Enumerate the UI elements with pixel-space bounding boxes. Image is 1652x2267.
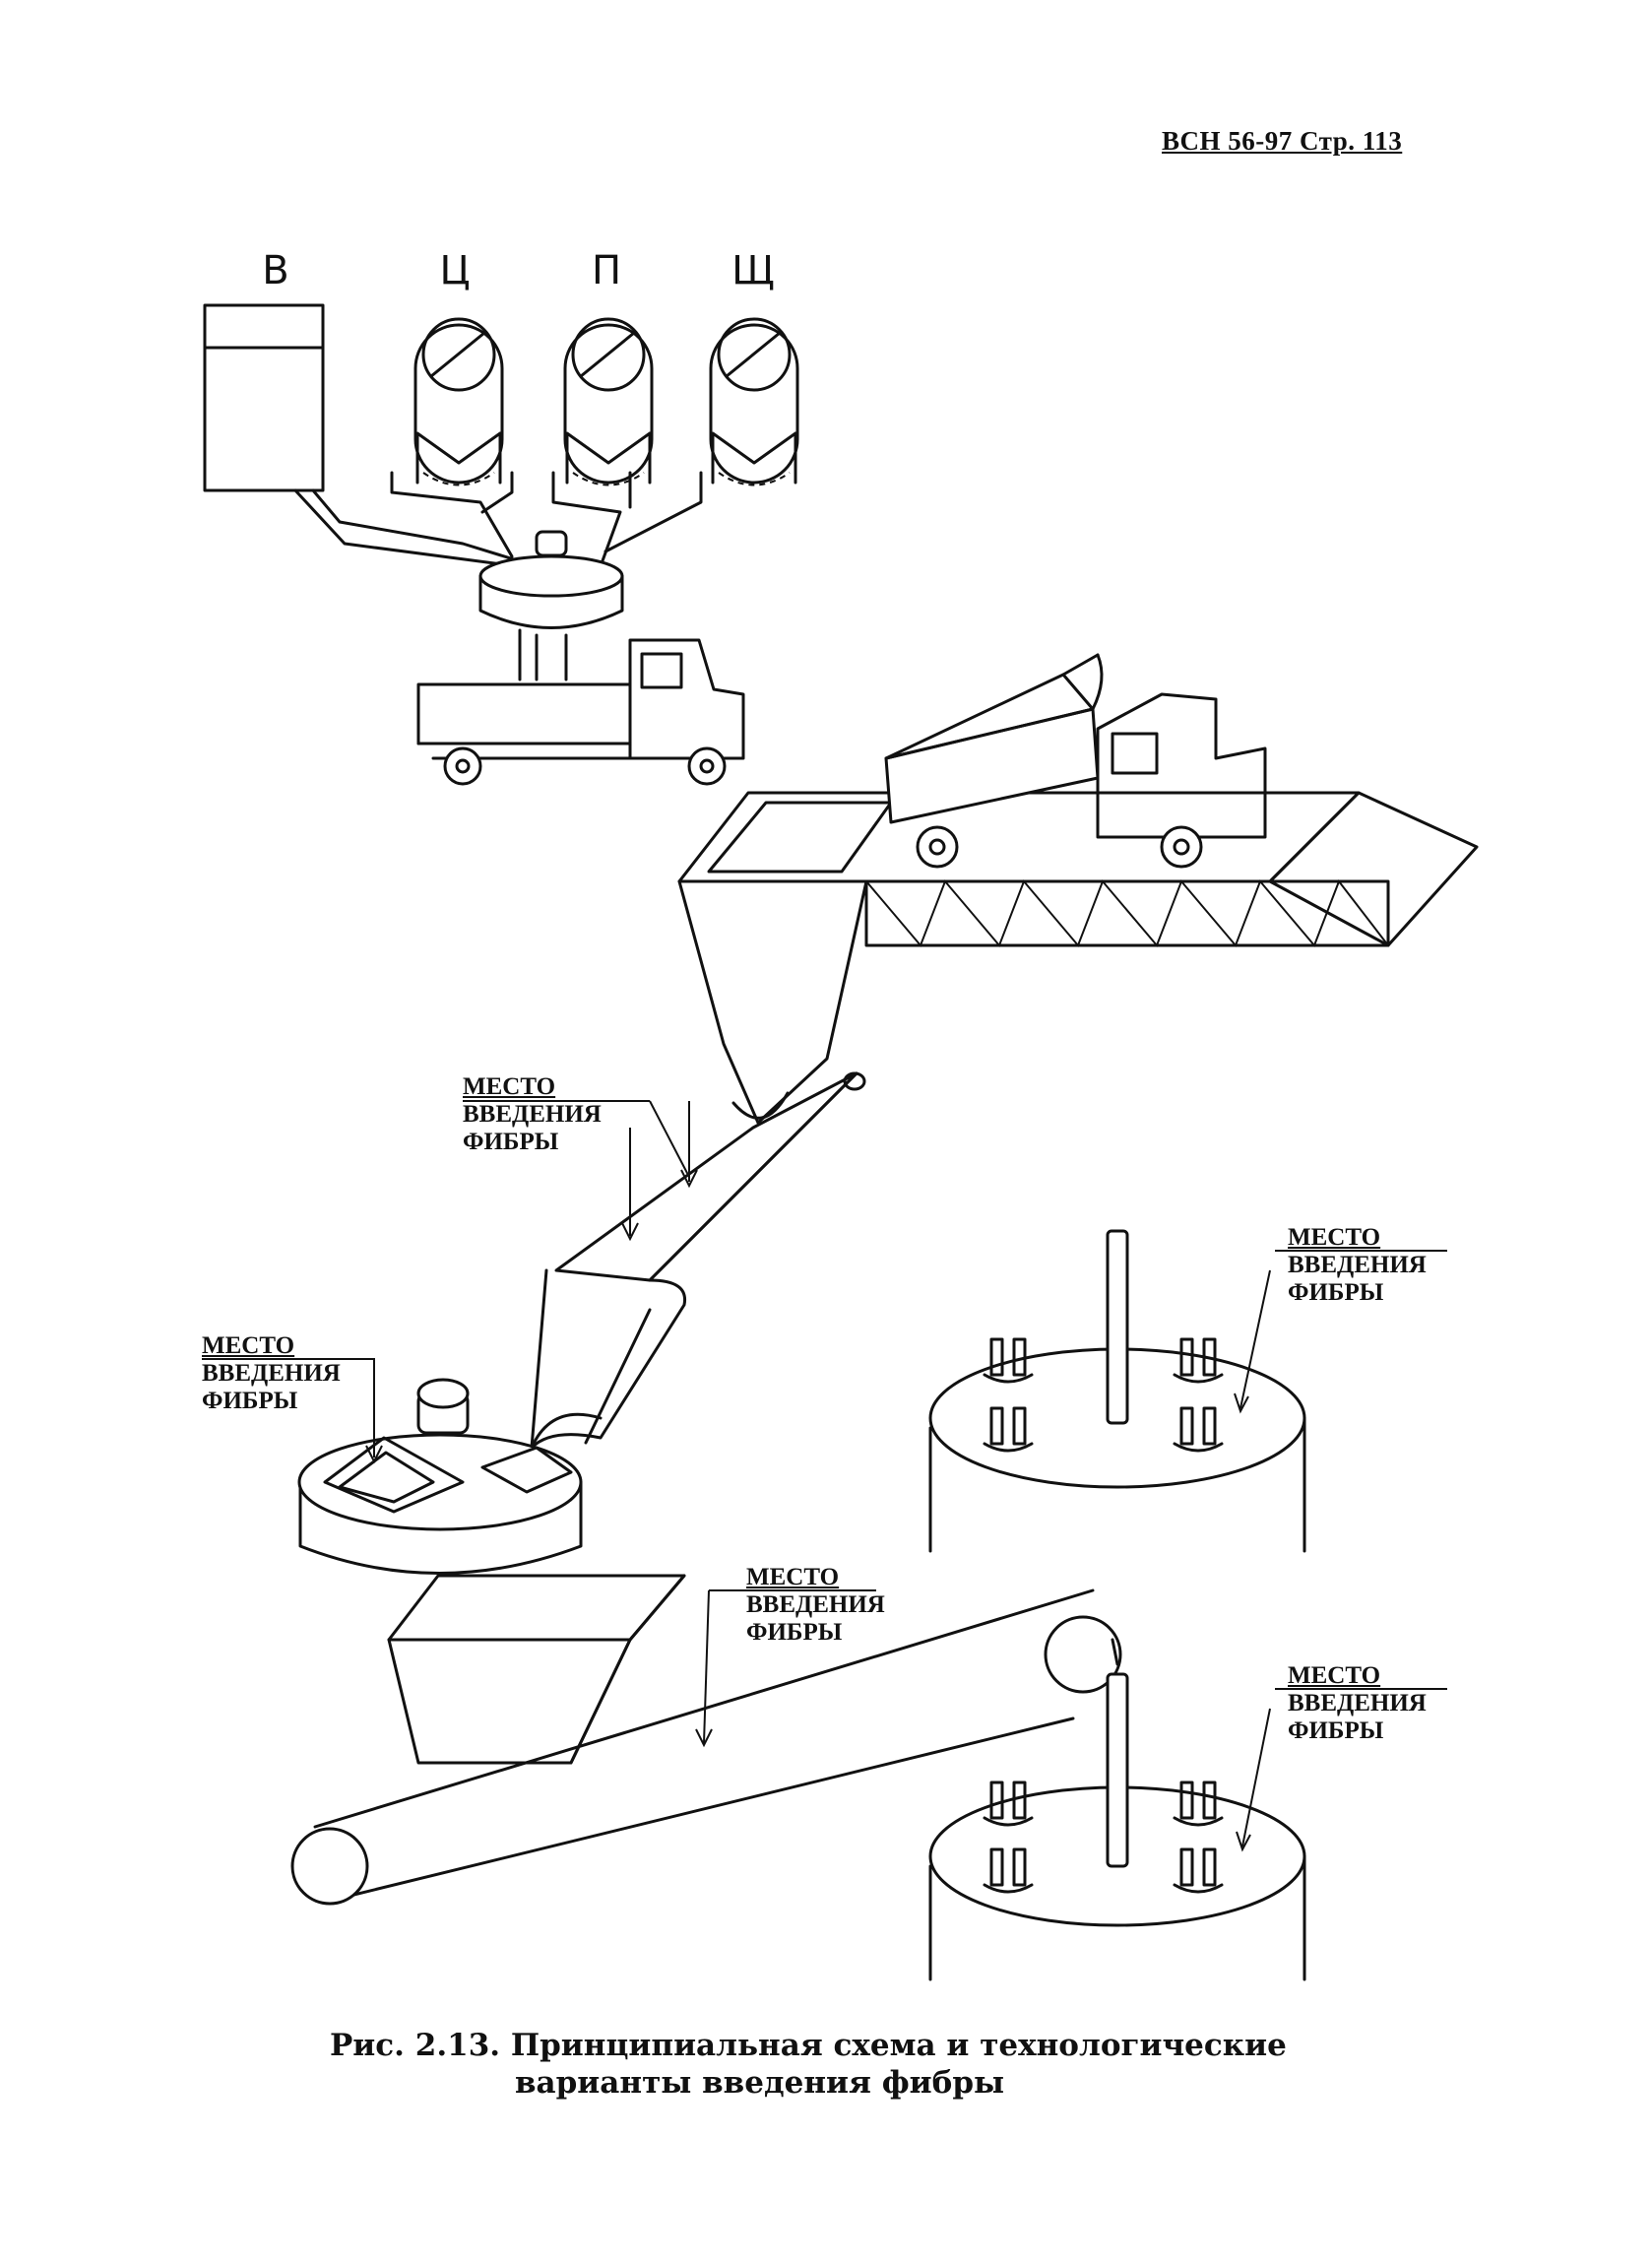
silo-cement [413,317,504,486]
bin-label-sand: П [591,248,622,293]
silo-sand [563,317,654,486]
figure-caption-line-2: варианты введения фибры [515,2065,1005,2101]
bin-label-water: В [262,248,289,293]
water-tank [203,303,529,568]
label-fiber-entry-belt: МЕСТО ВВЕДЕНИЯ ФИБРЫ [746,1564,885,1646]
leader-fiber-entry-belt [695,1589,876,1748]
leader-fiber-entry-mixer [202,1358,383,1464]
concrete-paver-platform [677,791,1479,1125]
leader-fiber-entry-upper-pile [1234,1250,1447,1414]
document-reference: ВСН 56-97 Стр. 113 [1162,126,1403,156]
silo-gravel [709,317,799,486]
label-fiber-entry-upper-pile: МЕСТО ВВЕДЕНИЯ ФИБРЫ [1288,1224,1427,1306]
leader-fiber-entry-lower-pile [1236,1688,1447,1852]
dump-truck-loading [416,638,745,786]
bin-label-gravel: Щ [731,248,775,293]
batch-mixer [478,530,624,681]
label-fiber-entry-chute: МЕСТО ВВЕДЕНИЯ ФИБРЫ [463,1073,602,1155]
label-fiber-entry-lower-pile: МЕСТО ВВЕДЕНИЯ ФИБРЫ [1288,1662,1427,1744]
label-fiber-entry-mixer: МЕСТО ВВЕДЕНИЯ ФИБРЫ [202,1332,341,1414]
dump-truck-unloading [884,653,1267,869]
leader-fiber-entry-chute [463,1100,698,1242]
pile-column-lower [928,1672,1306,1981]
bin-label-cement: Ц [439,248,471,293]
figure-caption-line-1: Рис. 2.13. Принципиальная схема и технол… [330,2028,1287,2063]
belt-hopper [387,1574,686,1765]
belt-conveyor [290,1588,1122,1906]
figure-caption: Рис. 2.13. Принципиальная схема и технол… [330,2027,1287,2102]
fiber-mixer [297,1378,583,1575]
pile-column-upper [928,1229,1306,1553]
